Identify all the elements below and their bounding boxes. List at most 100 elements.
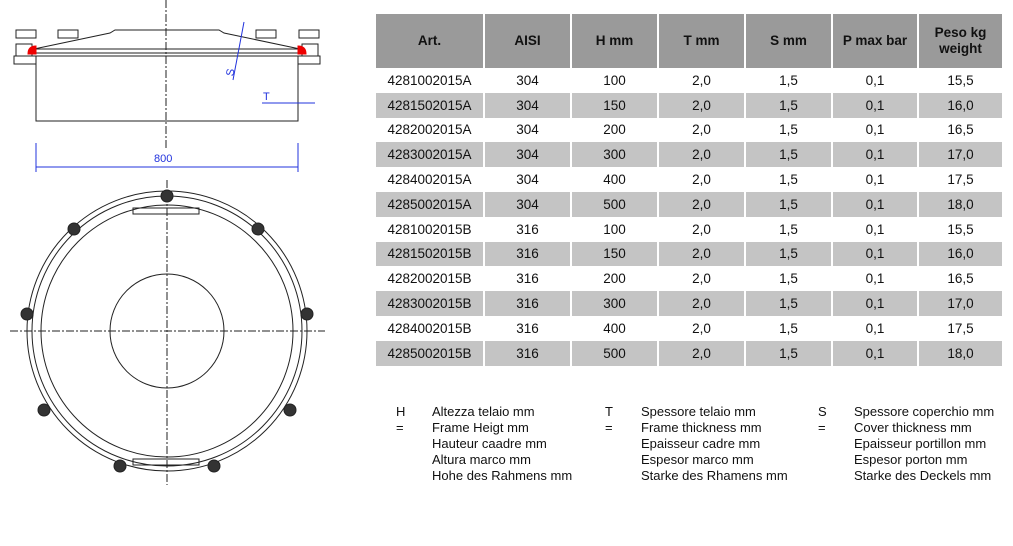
table-cell: 316 xyxy=(485,241,570,267)
table-cell: 0,1 xyxy=(865,72,885,88)
table-cell: 2,0 xyxy=(659,92,744,118)
table-cell: 200 xyxy=(603,122,626,138)
header-pmax: P max bar xyxy=(833,14,917,68)
table-cell: 2,0 xyxy=(659,142,744,168)
table-cell: 4282002015A xyxy=(387,122,472,138)
table-cell: 4285002015B xyxy=(376,340,483,366)
table-cell: 316 xyxy=(485,291,570,316)
legend-line: Epaisseur cadre mm xyxy=(641,436,761,451)
table-cell: 0,1 xyxy=(865,320,885,336)
header-aisi: AISI xyxy=(485,14,570,68)
table-cell: 0,1 xyxy=(833,92,917,118)
table-cell: 304 xyxy=(516,72,539,88)
table-cell: 0,1 xyxy=(833,340,917,366)
table-cell: 1,5 xyxy=(779,221,798,237)
legend-key: T = xyxy=(605,404,613,435)
table-cell: 16,0 xyxy=(919,241,1002,267)
table-cell: 0,1 xyxy=(833,191,917,217)
table-header-row: Art. AISI H mm T mm S mm P max bar Peso … xyxy=(376,14,1002,68)
table-cell: 1,5 xyxy=(779,172,798,188)
table-cell: 304 xyxy=(485,191,570,217)
table-row: 4282002015B 316 200 2,0 1,5 0,1 16,5 xyxy=(376,266,1002,291)
dimension-800: 800 xyxy=(154,153,172,165)
table-cell: 100 xyxy=(603,72,626,88)
dimension-s-label: S xyxy=(224,68,237,77)
table-cell: 316 xyxy=(516,320,539,336)
table-cell: 2,0 xyxy=(692,72,711,88)
table-cell: 150 xyxy=(572,241,657,267)
specifications-table: Art. AISI H mm T mm S mm P max bar Peso … xyxy=(374,14,1004,366)
table-cell: 2,0 xyxy=(692,221,711,237)
legend-line: Hohe des Rahmens mm xyxy=(432,468,573,483)
table-cell: 500 xyxy=(572,191,657,217)
table-cell: 0,1 xyxy=(833,291,917,316)
table-cell: 4282002015B xyxy=(387,271,472,287)
table-cell: 1,5 xyxy=(779,122,798,138)
header-h: H mm xyxy=(572,14,657,68)
table-cell: 2,0 xyxy=(692,122,711,138)
table-cell: 4285002015A xyxy=(376,191,483,217)
legend-line: Spessore telaio mm xyxy=(641,404,756,419)
table-cell: 17,0 xyxy=(919,291,1002,316)
table-cell: 1,5 xyxy=(779,72,798,88)
table-cell: 400 xyxy=(603,172,626,188)
top-view xyxy=(10,180,325,485)
table-cell: 18,0 xyxy=(919,191,1002,217)
legend-line: Hauteur caadre mm xyxy=(432,436,547,451)
table-cell: 304 xyxy=(516,172,539,188)
table-cell: 17,5 xyxy=(947,320,974,336)
table-cell: 4281002015B xyxy=(387,221,472,237)
table-cell: 100 xyxy=(603,221,626,237)
table-cell: 316 xyxy=(516,271,539,287)
table-cell: 400 xyxy=(603,320,626,336)
table-cell: 316 xyxy=(516,221,539,237)
legend-key: H = xyxy=(396,404,406,435)
legend-line: Frame Heigt mm xyxy=(432,420,529,435)
table-cell: 0,1 xyxy=(865,122,885,138)
legend-line: Espesor marco mm xyxy=(641,452,754,467)
table-cell: 304 xyxy=(516,122,539,138)
table-cell: 300 xyxy=(572,142,657,168)
table-cell: 1,5 xyxy=(779,320,798,336)
table-cell: 4283002015A xyxy=(376,142,483,168)
table-cell: 1,5 xyxy=(746,340,831,366)
table-cell: 2,0 xyxy=(659,291,744,316)
table-cell: 4281502015B xyxy=(376,241,483,267)
table-cell: 200 xyxy=(603,271,626,287)
table-cell: 0,1 xyxy=(833,142,917,168)
legend-line: Altezza telaio mm xyxy=(432,404,535,419)
table-cell: 4281002015A xyxy=(387,72,472,88)
legend-line: Frame thickness mm xyxy=(641,420,762,435)
legend-line: Starke des Rhamens mm xyxy=(641,468,788,483)
table-cell: 2,0 xyxy=(692,271,711,287)
table-cell: 304 xyxy=(485,142,570,168)
table-cell: 300 xyxy=(572,291,657,316)
header-art: Art. xyxy=(376,14,483,68)
table-cell: 0,1 xyxy=(865,221,885,237)
table-cell: 316 xyxy=(485,340,570,366)
legend-line: Altura marco mm xyxy=(432,452,531,467)
table-cell: 0,1 xyxy=(865,172,885,188)
table-cell: 1,5 xyxy=(779,271,798,287)
legend-line: Epaisseur portillon mm xyxy=(854,436,987,451)
table-cell: 0,1 xyxy=(865,271,885,287)
table-cell: 4284002015B xyxy=(387,320,472,336)
table-cell: 2,0 xyxy=(692,320,711,336)
table-cell: 4284002015A xyxy=(387,172,472,188)
side-view xyxy=(13,0,321,148)
table-cell: 1,5 xyxy=(746,191,831,217)
legend-line: Cover thickness mm xyxy=(854,420,972,435)
table-row: 4284002015B 316 400 2,0 1,5 0,1 17,5 xyxy=(376,316,1002,341)
legend-line: Spessore coperchio mm xyxy=(854,404,995,419)
dimension-lines xyxy=(35,21,315,172)
table-cell: 16,5 xyxy=(947,271,974,287)
table-cell: 2,0 xyxy=(692,172,711,188)
legend-line: Espesor porton mm xyxy=(854,452,968,467)
